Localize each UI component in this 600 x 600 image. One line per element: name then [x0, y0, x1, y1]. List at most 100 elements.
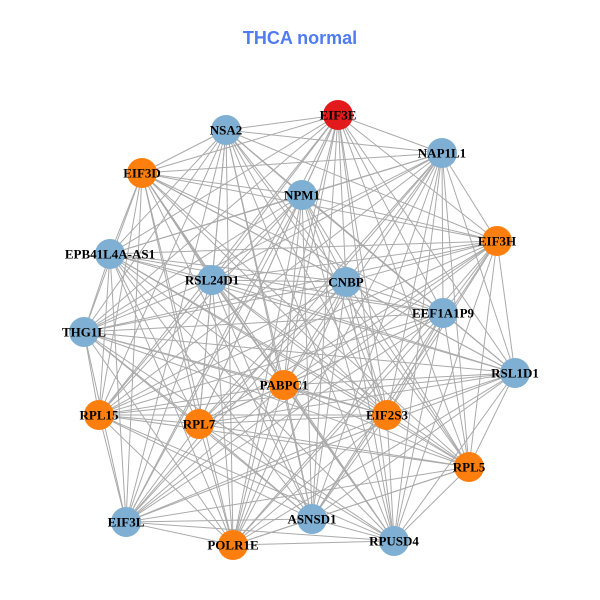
edge-EPB41L4A-AS1-RSL24D1: [109, 253, 213, 281]
edge-PABPC1-POLR1E: [232, 384, 285, 546]
edge-RPL7-RPUSD4: [198, 423, 395, 542]
node-RPUSD4: RPUSD4: [369, 526, 419, 556]
node-EIF3L: EIF3L: [108, 507, 145, 537]
edge-NSA2-RPL15: [98, 129, 227, 416]
edge-EIF3D-EIF3H: [141, 172, 498, 242]
edge-RPL5-RPUSD4: [393, 466, 470, 542]
node-circle: [297, 504, 327, 534]
edge-RSL1D1-PABPC1: [283, 372, 516, 386]
edge-NPM1-RPL15: [98, 194, 303, 416]
edge-EIF3H-ASNSD1: [311, 240, 498, 520]
edge-RSL1D1-EIF3L: [125, 372, 516, 523]
node-CNBP: CNBP: [328, 267, 364, 297]
edge-NAP1L1-EEF1A1P9: [441, 152, 444, 314]
edge-PABPC1-EIF3L: [125, 384, 285, 523]
edge-CNBP-EEF1A1P9: [345, 281, 444, 314]
edge-RSL24D1-POLR1E: [211, 279, 234, 546]
edge-NAP1L1-EIF2S3: [386, 152, 443, 416]
edge-RSL1D1-RPL15: [98, 372, 516, 416]
edge-CNBP-RPL5: [345, 281, 470, 468]
edge-CNBP-EIF3L: [125, 281, 347, 523]
edge-EIF3E-POLR1E: [232, 114, 339, 546]
node-circle: [331, 267, 361, 297]
edge-EEF1A1P9-RSL1D1: [442, 312, 516, 374]
edge-EEF1A1P9-RPUSD4: [393, 312, 444, 542]
edge-NAP1L1-EIF3L: [125, 152, 443, 523]
node-circle: [95, 239, 125, 269]
edge-EIF3H-EIF3L: [125, 240, 498, 523]
node-circle: [372, 400, 402, 430]
node-RPL7: RPL7: [183, 409, 216, 439]
edge-EIF3E-NSA2: [225, 114, 339, 131]
edge-EPB41L4A-AS1-PABPC1: [109, 253, 285, 386]
edge-RPL7-RPL5: [198, 423, 470, 468]
edge-EPB41L4A-AS1-RSL1D1: [109, 253, 516, 374]
edge-EIF3D-EIF3L: [125, 172, 143, 523]
edge-CNBP-ASNSD1: [311, 281, 347, 520]
edge-EEF1A1P9-RPL5: [442, 312, 470, 468]
edge-NSA2-EIF3D: [141, 129, 227, 174]
edge-THG1L-EIF2S3: [83, 331, 388, 416]
node-EEF1A1P9: EEF1A1P9: [412, 298, 475, 328]
node-EIF2S3: EIF2S3: [366, 400, 408, 430]
edge-CNBP-EIF2S3: [345, 281, 388, 416]
edge-EPB41L4A-AS1-EEF1A1P9: [109, 253, 444, 314]
edge-EIF3E-EIF3H: [337, 114, 498, 242]
node-circle: [218, 530, 248, 560]
nodes: EIF3ENSA2NAP1L1EIF3DNPM1EIF3HEPB41L4A-AS…: [62, 100, 539, 560]
node-circle: [323, 100, 353, 130]
edge-RSL24D1-RPL5: [211, 279, 470, 468]
node-label: RPL15: [80, 408, 120, 423]
node-RSL24D1: RSL24D1: [185, 265, 239, 295]
node-circle: [211, 115, 241, 145]
edge-RSL24D1-EIF3L: [125, 279, 213, 523]
edge-EEF1A1P9-POLR1E: [232, 312, 444, 546]
node-EIF3E: EIF3E: [320, 100, 356, 130]
edge-RPL15-RPL7: [98, 414, 200, 425]
edge-RSL1D1-RPUSD4: [393, 372, 516, 542]
edge-EIF2S3-RPL5: [386, 414, 470, 468]
edge-NSA2-EIF3H: [225, 129, 498, 242]
node-label: THG1L: [62, 325, 106, 340]
edge-THG1L-RPL5: [83, 331, 470, 468]
node-NAP1L1: NAP1L1: [418, 138, 466, 168]
edge-EIF3H-CNBP: [345, 240, 498, 283]
edge-CNBP-RPL15: [98, 281, 347, 416]
node-circle: [500, 358, 530, 388]
edge-NSA2-RPUSD4: [225, 129, 395, 542]
edge-NAP1L1-RPUSD4: [393, 152, 443, 542]
edge-NPM1-POLR1E: [232, 194, 303, 546]
edge-EIF2S3-EIF3L: [125, 414, 388, 523]
edge-NPM1-EIF3H: [301, 194, 498, 242]
edge-EIF3D-NPM1: [141, 172, 303, 196]
edge-EIF3L-ASNSD1: [125, 518, 313, 523]
node-label: PABPC1: [260, 378, 309, 393]
edge-RPL15-RPUSD4: [98, 414, 395, 542]
edge-EIF3H-EIF2S3: [386, 240, 498, 416]
node-circle: [287, 180, 317, 210]
edge-EPB41L4A-AS1-CNBP: [109, 253, 347, 283]
edge-EIF3H-RPL5: [468, 240, 498, 468]
node-label: NAP1L1: [418, 146, 466, 161]
edge-RPL7-POLR1E: [198, 423, 234, 546]
node-PABPC1: PABPC1: [260, 370, 309, 400]
edge-RPL7-ASNSD1: [198, 423, 313, 520]
node-circle: [379, 526, 409, 556]
edge-EIF2S3-ASNSD1: [311, 414, 388, 520]
edge-THG1L-RPUSD4: [83, 331, 395, 542]
edge-EIF2S3-RPUSD4: [386, 414, 395, 542]
edge-EIF2S3-POLR1E: [232, 414, 388, 546]
edge-EIF3D-RPL15: [98, 172, 143, 416]
edge-RSL24D1-RPL15: [98, 279, 213, 416]
node-label: EPB41L4A-AS1: [65, 247, 155, 262]
node-circle: [84, 400, 114, 430]
edge-EIF3H-EPB41L4A-AS1: [109, 240, 498, 255]
node-circle: [184, 409, 214, 439]
node-label: CNBP: [328, 275, 363, 290]
edge-EPB41L4A-AS1-RPL15: [98, 253, 111, 416]
edge-CNBP-RPUSD4: [345, 281, 395, 542]
edge-NSA2-EPB41L4A-AS1: [109, 129, 227, 255]
node-circle: [482, 226, 512, 256]
edge-EPB41L4A-AS1-POLR1E: [109, 253, 234, 546]
edge-NSA2-NAP1L1: [225, 129, 443, 154]
